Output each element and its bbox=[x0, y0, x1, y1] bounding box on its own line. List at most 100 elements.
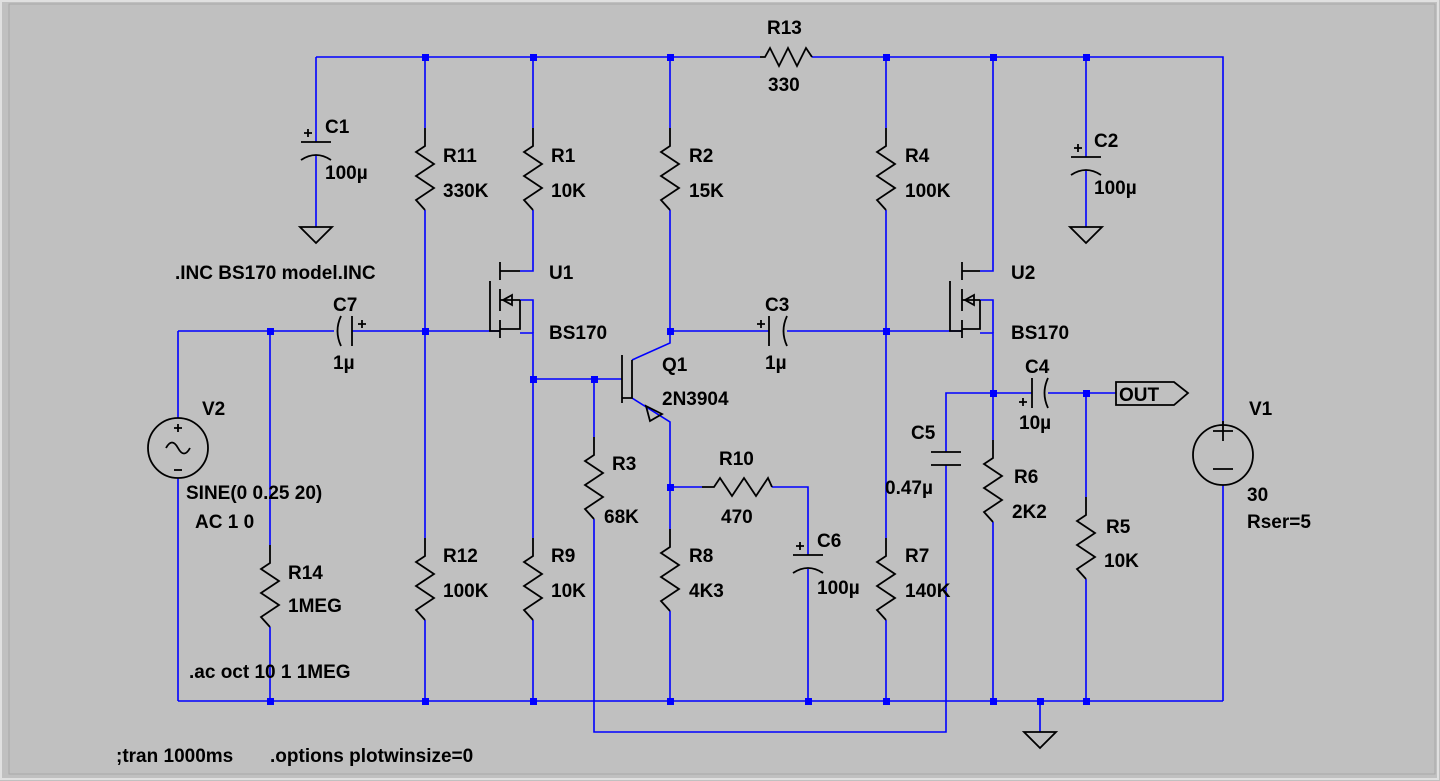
wire bbox=[631, 397, 671, 487]
canvas-inner-border bbox=[8, 3, 1436, 775]
r11-value: 330K bbox=[443, 181, 489, 202]
r5-value: 10K bbox=[1104, 551, 1139, 572]
v1-ref: V1 bbox=[1249, 399, 1273, 420]
c7-value: 1µ bbox=[333, 353, 355, 374]
c3-ref: C3 bbox=[765, 295, 789, 316]
resistor-r10-symbol bbox=[702, 476, 773, 498]
wire bbox=[593, 465, 947, 733]
components bbox=[147, 45, 1254, 750]
junction-dot bbox=[883, 54, 890, 61]
c6-value: 100µ bbox=[817, 578, 860, 599]
resistor-r14-symbol bbox=[259, 545, 281, 628]
ground-symbol-main bbox=[1021, 731, 1059, 750]
wire bbox=[980, 332, 994, 440]
wires bbox=[177, 56, 1224, 733]
ground-symbol-c2 bbox=[1067, 226, 1105, 245]
resistor-r9-symbol bbox=[522, 538, 544, 621]
u1-ref: U1 bbox=[549, 263, 574, 284]
junction-dot bbox=[591, 376, 598, 383]
capacitor-c6-symbol bbox=[792, 542, 824, 574]
u2-value: BS170 bbox=[1011, 323, 1069, 344]
out-label: OUT bbox=[1119, 385, 1160, 406]
c3-value: 1µ bbox=[765, 353, 787, 374]
mosfet-u1-symbol bbox=[489, 262, 521, 338]
ac-directive: .ac oct 10 1 1MEG bbox=[189, 662, 351, 683]
wire bbox=[945, 392, 993, 452]
r4-ref: R4 bbox=[905, 146, 930, 167]
c5-value: 0.47µ bbox=[885, 478, 933, 499]
r5-ref: R5 bbox=[1106, 517, 1131, 538]
c1-value: 100µ bbox=[325, 163, 368, 184]
wire bbox=[520, 210, 534, 272]
r10-value: 470 bbox=[721, 507, 753, 528]
capacitor-c5-symbol bbox=[931, 451, 961, 466]
r12-value: 100K bbox=[443, 581, 489, 602]
r4-value: 100K bbox=[905, 181, 951, 202]
junction-dot bbox=[883, 328, 890, 335]
junction-dot bbox=[1083, 698, 1090, 705]
r11-ref: R11 bbox=[443, 146, 477, 167]
wire bbox=[812, 56, 1224, 425]
resistor-r12-symbol bbox=[414, 538, 436, 621]
resistor-r11-symbol bbox=[414, 128, 436, 211]
transistor-q1-symbol bbox=[621, 355, 664, 423]
junction-dot bbox=[422, 698, 429, 705]
q1-ref: Q1 bbox=[662, 355, 688, 376]
c5-ref: C5 bbox=[911, 423, 936, 444]
r12-ref: R12 bbox=[443, 546, 478, 567]
u1-value: BS170 bbox=[549, 323, 607, 344]
r14-ref: R14 bbox=[288, 563, 323, 584]
junction-dot bbox=[1083, 390, 1090, 397]
r8-ref: R8 bbox=[689, 546, 713, 567]
junction-dot bbox=[990, 54, 997, 61]
r1-value: 10K bbox=[551, 181, 586, 202]
r1-ref: R1 bbox=[551, 146, 576, 167]
junction-dot bbox=[530, 376, 537, 383]
r7-value: 140K bbox=[905, 581, 951, 602]
junction-dot bbox=[422, 54, 429, 61]
wire bbox=[980, 299, 994, 333]
junction-dot bbox=[667, 484, 674, 491]
r10-ref: R10 bbox=[719, 449, 754, 470]
u2-ref: U2 bbox=[1011, 263, 1035, 284]
labels: R13 330 C1 100µ R11 330K R1 10K R2 15K R… bbox=[116, 18, 1311, 767]
wire bbox=[772, 486, 809, 555]
v2-ref: V2 bbox=[202, 399, 225, 420]
junctions bbox=[267, 54, 1090, 705]
r3-ref: R3 bbox=[612, 454, 636, 475]
resistor-r5-symbol bbox=[1075, 497, 1097, 580]
r3-value: 68K bbox=[604, 507, 639, 528]
r13-value: 330 bbox=[768, 75, 800, 96]
resistor-r2-symbol bbox=[659, 128, 681, 211]
junction-dot bbox=[1037, 698, 1044, 705]
junction-dot bbox=[667, 328, 674, 335]
junction-dot bbox=[883, 698, 890, 705]
r8-value: 4K3 bbox=[689, 581, 724, 602]
capacitor-c1-symbol bbox=[300, 129, 332, 161]
v2-value: SINE(0 0.25 20) bbox=[186, 483, 322, 504]
resistor-r4-symbol bbox=[875, 128, 897, 211]
c4-ref: C4 bbox=[1025, 357, 1050, 378]
r7-ref: R7 bbox=[905, 546, 929, 567]
capacitor-c7-symbol bbox=[336, 315, 366, 347]
c1-ref: C1 bbox=[325, 117, 350, 138]
junction-dot bbox=[530, 54, 537, 61]
junction-dot bbox=[267, 698, 274, 705]
resistor-r13-symbol bbox=[760, 45, 813, 69]
wire bbox=[520, 332, 534, 538]
v1-value: 30 bbox=[1247, 485, 1268, 506]
options-directive: .options plotwinsize=0 bbox=[270, 746, 473, 767]
junction-dot bbox=[805, 698, 812, 705]
r6-value: 2K2 bbox=[1012, 502, 1047, 523]
source-v1-symbol bbox=[1192, 421, 1254, 486]
r14-value: 1MEG bbox=[288, 596, 342, 617]
junction-dot bbox=[990, 698, 997, 705]
r13-ref: R13 bbox=[767, 18, 802, 39]
net-label-out-shape bbox=[1115, 381, 1190, 406]
r2-value: 15K bbox=[689, 181, 724, 202]
wire bbox=[980, 57, 994, 272]
v1-rser: Rser=5 bbox=[1247, 512, 1311, 533]
